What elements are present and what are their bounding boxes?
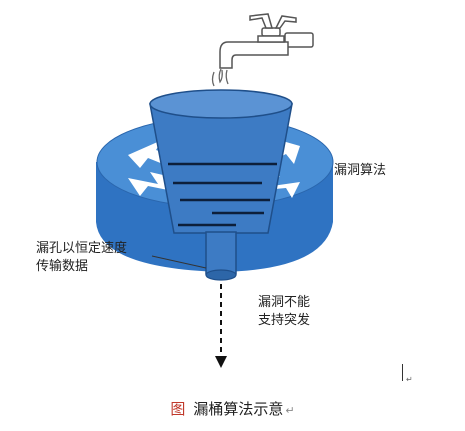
return-mark: ↵ xyxy=(285,404,295,417)
water-level-lines xyxy=(168,162,277,227)
bucket xyxy=(149,89,293,234)
hole-label-line1: 漏孔以恒定速度 xyxy=(36,241,128,256)
burst-label-line1: 漏洞不能 xyxy=(258,295,311,310)
faucet-icon xyxy=(219,13,314,69)
text-cursor xyxy=(402,364,403,381)
bucket-spout xyxy=(205,231,237,281)
burst-label-line2: 支持突发 xyxy=(258,313,311,328)
figure-title: 漏桶算法示意 xyxy=(193,400,284,418)
algorithm-label: 漏洞算法 xyxy=(334,163,387,178)
figure-word: 图 xyxy=(170,400,186,418)
hole-label-line2: 传输数据 xyxy=(36,259,89,274)
hole-pointer-line xyxy=(151,255,207,269)
figure-caption: 图漏桶算法示意↵ xyxy=(0,398,465,419)
cursor-return-mark: ↵ xyxy=(406,375,413,384)
output-arrow xyxy=(215,284,227,368)
water-stream xyxy=(211,68,229,87)
